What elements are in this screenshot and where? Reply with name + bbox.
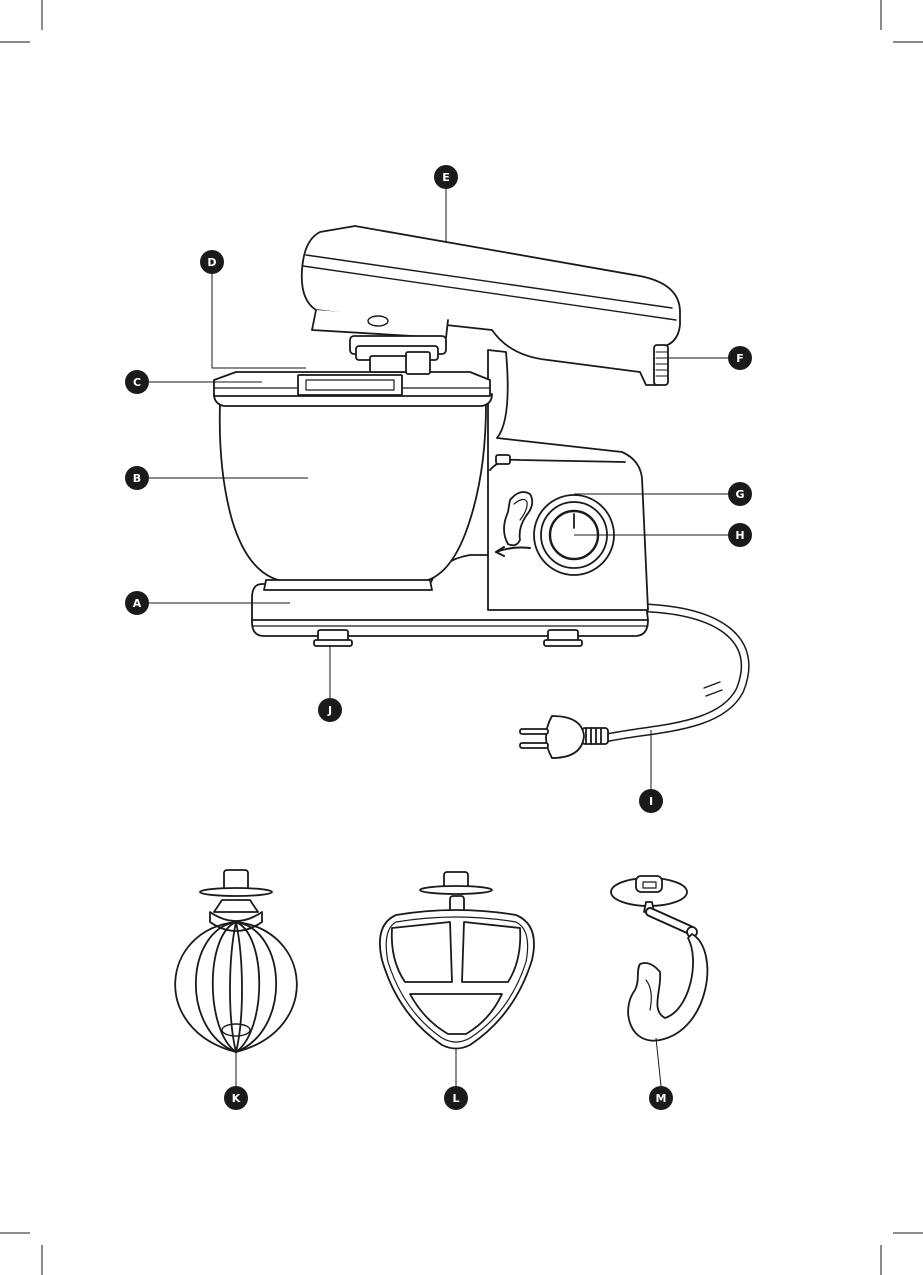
leader-m xyxy=(656,1038,661,1086)
leader-d xyxy=(212,274,306,368)
svg-text:C: C xyxy=(133,376,141,389)
feeding-chute xyxy=(298,375,402,395)
callout-d: D xyxy=(200,250,224,274)
accessories xyxy=(175,870,707,1052)
callout-j: J xyxy=(318,698,342,722)
svg-text:I: I xyxy=(649,795,653,808)
svg-text:J: J xyxy=(327,704,332,717)
svg-text:G: G xyxy=(735,488,744,501)
callout-g: G xyxy=(728,482,752,506)
flat-beater xyxy=(380,872,534,1049)
plug-icon xyxy=(520,716,584,758)
beater-opening-left xyxy=(392,922,452,982)
tool-holder xyxy=(406,352,430,374)
callout-b: B xyxy=(125,466,149,490)
svg-text:D: D xyxy=(207,256,216,269)
callout-c: C xyxy=(125,370,149,394)
callout-l: L xyxy=(444,1086,468,1110)
splash-guard xyxy=(214,372,490,396)
callout-k: K xyxy=(224,1086,248,1110)
svg-text:L: L xyxy=(452,1092,459,1105)
cord-strain-relief xyxy=(582,728,608,744)
tilt-release-button[interactable] xyxy=(496,455,510,464)
svg-text:K: K xyxy=(232,1092,241,1105)
right-foot xyxy=(544,630,582,646)
callout-h: H xyxy=(728,523,752,547)
callout-e: E xyxy=(434,165,458,189)
svg-text:B: B xyxy=(133,472,141,485)
callout-a: A xyxy=(125,591,149,615)
svg-text:A: A xyxy=(133,597,142,610)
beater-opening-right xyxy=(462,922,520,982)
svg-text:H: H xyxy=(735,529,744,542)
callout-m: M xyxy=(649,1086,673,1110)
dough-hook xyxy=(611,876,707,1041)
accessory-outlet-cover[interactable] xyxy=(654,345,668,385)
stand-mixer xyxy=(214,226,745,758)
bowl xyxy=(214,394,492,590)
callout-f: F xyxy=(728,346,752,370)
callout-i: I xyxy=(639,789,663,813)
svg-text:F: F xyxy=(736,352,744,365)
left-foot xyxy=(314,630,352,646)
svg-text:M: M xyxy=(656,1092,667,1105)
attachment-outlet xyxy=(350,336,446,372)
svg-text:E: E xyxy=(442,171,450,184)
whisk xyxy=(175,870,297,1052)
